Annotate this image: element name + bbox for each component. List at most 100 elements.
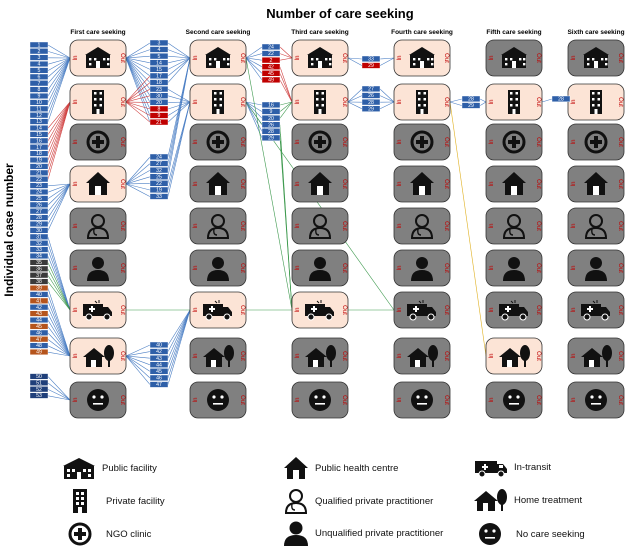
- case-box-col3_private-16: 16: [261, 101, 281, 109]
- flow-s4-home5: [449, 101, 487, 357]
- flow-s1-public-7: [125, 57, 151, 90]
- out-label: Out: [239, 179, 245, 189]
- out-label: Out: [239, 305, 245, 315]
- no-care-icon: [479, 523, 501, 545]
- in-label: In: [571, 397, 577, 402]
- case-number: 9: [270, 109, 273, 115]
- case-box-col2_home-43: 43: [149, 355, 169, 362]
- in-label: In: [73, 55, 79, 60]
- transit-icon: [203, 300, 232, 321]
- case-number: 3: [38, 55, 41, 61]
- flow-to-s2-6: [167, 57, 191, 83]
- unqualified-icon: [503, 257, 525, 281]
- in-label: In: [397, 99, 403, 104]
- case-number: 27: [368, 87, 374, 93]
- case-number: 25: [156, 174, 162, 180]
- case-number: 31: [36, 234, 42, 240]
- in-label: In: [193, 99, 199, 104]
- case-number: 9: [38, 94, 41, 100]
- flow-line-case-19: [47, 101, 71, 161]
- case-number: 15: [156, 67, 162, 73]
- case-number: 35: [36, 260, 42, 266]
- case-number: 29: [268, 136, 274, 142]
- flow-s1-private-1: [125, 82, 151, 103]
- legend-item-public-health-centre: Public health centre: [283, 456, 398, 480]
- case-box-11: 11: [29, 105, 49, 112]
- flow-line-case-38: [47, 281, 71, 311]
- case-box-col3_private-29: 29: [261, 134, 281, 142]
- case-number: 29: [468, 103, 474, 109]
- case-number: 32: [156, 168, 162, 174]
- flow-s1-private-6: [125, 101, 151, 116]
- out-label: Out: [341, 53, 347, 63]
- flow-s2-public-1: [245, 53, 263, 59]
- flow-line-case-12: [47, 57, 71, 116]
- case-number: 8: [38, 87, 41, 93]
- in-label: In: [489, 181, 495, 186]
- case-number: 26: [36, 202, 42, 208]
- case-number: 2: [38, 49, 41, 55]
- case-box-col2_public-20: 20: [149, 99, 169, 106]
- legend-label-public-health-centre: Public health centre: [315, 462, 399, 474]
- case-box-14: 14: [29, 124, 49, 132]
- in-label: In: [193, 139, 199, 144]
- case-number: 2: [270, 58, 273, 64]
- qualified-icon: [410, 214, 434, 239]
- legend-item-qualified-practitioner: Qualified private practitioner: [283, 488, 433, 514]
- public-icon: [409, 47, 435, 68]
- in-label: In: [571, 307, 577, 312]
- flow-s1-public-1: [125, 49, 151, 59]
- case-box-19: 19: [29, 156, 49, 164]
- case-box-12: 12: [29, 112, 49, 119]
- case-number: 27: [36, 209, 42, 215]
- flow-to-s4-a-0: [379, 57, 395, 60]
- flow-line-case-17: [47, 101, 71, 148]
- in-label: In: [73, 139, 79, 144]
- in-label: In: [571, 265, 577, 270]
- flow-s2-public-4: [245, 57, 263, 74]
- out-label: Out: [239, 263, 245, 273]
- out-label: Out: [341, 137, 347, 147]
- home-treatment-icon: [474, 489, 507, 511]
- transit-icon: [305, 300, 334, 321]
- flow-to-s5-0: [479, 98, 487, 103]
- flow-s1-public-4: [125, 57, 151, 70]
- case-box-35: 35: [29, 259, 49, 266]
- in-label: In: [571, 353, 577, 358]
- flow-s1-public-6: [125, 57, 151, 83]
- legend-item-public-facility: Public facility: [62, 456, 157, 480]
- case-number: 43: [36, 311, 42, 317]
- flow-to-s3-a-4: [279, 73, 293, 103]
- flow-s1-public-9: [125, 57, 151, 103]
- case-number: 22: [36, 177, 42, 183]
- case-number: 22: [156, 181, 162, 187]
- out-label: Out: [341, 97, 347, 107]
- in-label: In: [73, 397, 79, 402]
- case-box-25: 25: [29, 195, 49, 202]
- unqualified-icon: [87, 257, 109, 281]
- case-number: 52: [36, 387, 42, 393]
- flow-line-case-1: [47, 44, 71, 59]
- case-number: 8: [158, 107, 161, 113]
- flow-line-case-10: [47, 57, 71, 103]
- case-number: 15: [36, 132, 42, 138]
- in-label: In: [397, 139, 403, 144]
- in-label: In: [73, 223, 79, 228]
- case-box-col2_phc-22: 22: [149, 180, 169, 187]
- in-label: In: [489, 223, 495, 228]
- case-number: 50: [36, 374, 42, 380]
- flow-line-case-30: [47, 183, 71, 231]
- case-box-col2_public-5: 5: [149, 53, 169, 60]
- case-box-53: 53: [29, 392, 49, 399]
